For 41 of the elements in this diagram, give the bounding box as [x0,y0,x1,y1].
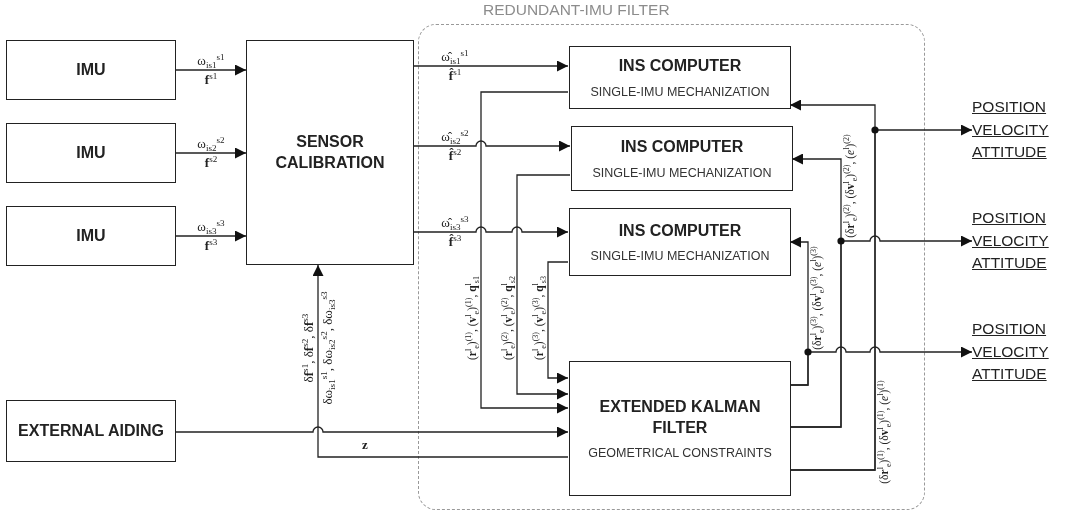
process-box [6,400,176,462]
process-box [569,46,791,109]
group-heading: REDUNDANT-IMU FILTER [483,1,670,19]
output-label: POSITION VELOCITY ATTITUDE [972,208,1049,274]
arrow [175,230,247,242]
arrow [413,140,571,152]
arrow [175,426,569,438]
box-title: IMU [76,142,106,163]
box-title: INS COMPUTER [618,220,742,241]
imu-box [6,206,176,266]
box-title: SENSOR CALIBRATION [274,131,386,173]
process-box [246,40,414,265]
arrow [175,64,247,76]
arrow [312,264,569,458]
box-subtitle: GEOMETRICAL CONSTRAINTS [588,446,772,461]
process-box [569,208,791,276]
box-title: IMU [76,225,106,246]
box-subtitle: SINGLE-IMU MECHANIZATION [590,84,770,99]
box-subtitle: SINGLE-IMU MECHANIZATION [592,165,772,180]
imu-box [6,40,176,100]
box-title: IMU [76,59,106,80]
box-title: INS COMPUTER [620,137,744,158]
arrow [789,124,973,471]
arrow [413,226,569,238]
arrow [175,147,247,159]
arrow [413,60,569,72]
imu-box [6,123,176,183]
process-box [569,361,791,496]
box-title: EXTENDED KALMAN FILTER [598,396,762,438]
arrow [547,261,569,384]
arrow [516,174,571,400]
box-subtitle: SINGLE-IMU MECHANIZATION [590,249,770,264]
output-label: POSITION VELOCITY ATTITUDE [972,97,1049,163]
arrow [789,346,973,386]
box-title: INS COMPUTER [618,56,742,77]
box-title: EXTERNAL AIDING [18,420,164,441]
arrow [789,235,973,428]
process-box [571,126,793,191]
edge-label: z [362,438,368,452]
output-label: POSITION VELOCITY ATTITUDE [972,319,1049,385]
arrow [480,91,569,414]
